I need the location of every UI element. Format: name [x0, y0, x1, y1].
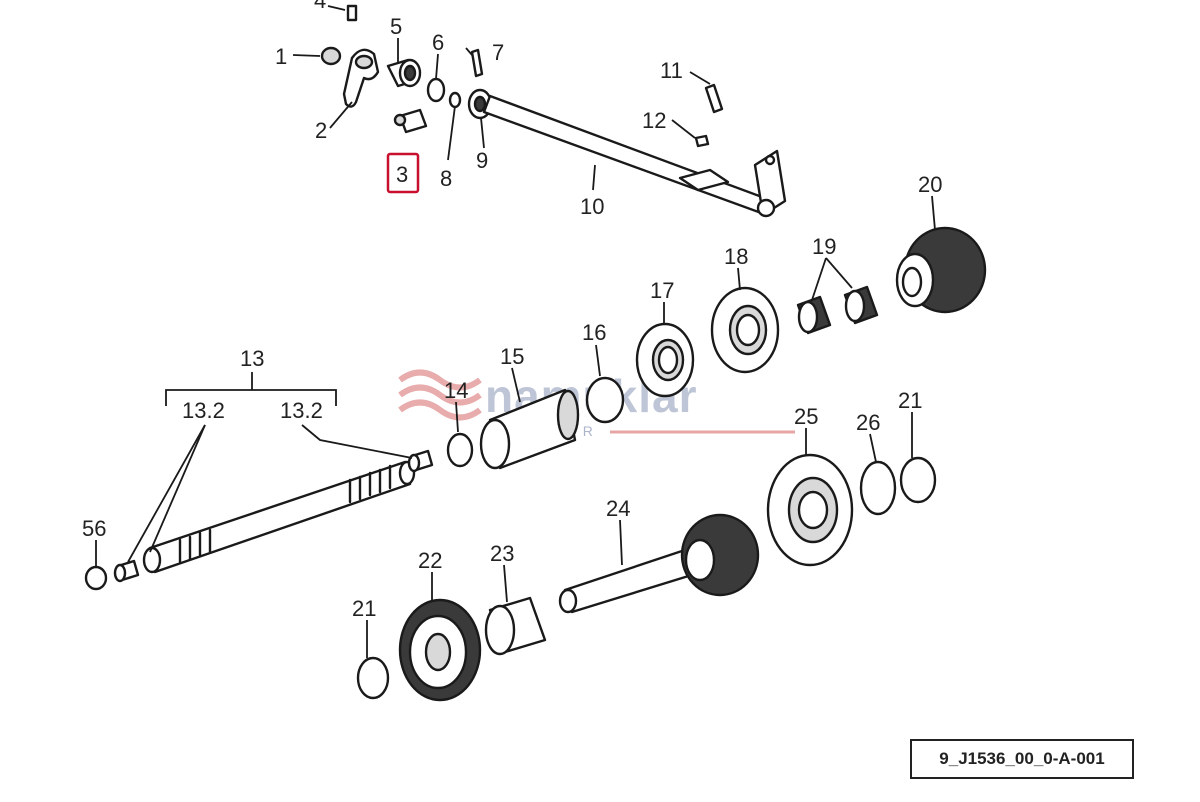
part-8-ring	[448, 91, 462, 109]
highlight-box	[386, 152, 420, 194]
callout-56[interactable]: 56	[82, 516, 106, 541]
leader-lines	[95, 5, 936, 658]
part-17-bearing	[635, 322, 695, 398]
callout-11[interactable]: 11	[660, 58, 683, 83]
part-5-sleeve	[386, 58, 422, 88]
part-21-circlip-left	[356, 656, 390, 700]
part-1-nut	[320, 46, 342, 66]
part-6-o-ring	[426, 77, 446, 103]
part-22-gear	[398, 598, 482, 702]
callout-15[interactable]: 15	[500, 344, 524, 369]
part-24-pinion-shaft	[558, 513, 760, 614]
callout-6[interactable]: 6	[432, 30, 444, 55]
callout-14[interactable]: 14	[444, 378, 468, 403]
part-26-ring	[859, 460, 897, 516]
callout-3[interactable]: 3	[396, 162, 408, 187]
callout-16[interactable]: 16	[582, 320, 606, 345]
callout-25[interactable]: 25	[794, 404, 818, 429]
callout-12[interactable]: 12	[642, 108, 666, 133]
callout-10[interactable]: 10	[580, 194, 604, 219]
part-7-pin	[470, 48, 484, 78]
part-15-coupling	[479, 388, 580, 470]
part-18-bearing	[710, 286, 780, 374]
callout-22[interactable]: 22	[418, 548, 442, 573]
part-10-shift-rod	[482, 94, 787, 218]
callout-19[interactable]: 19	[812, 234, 836, 259]
part-20-gear	[895, 226, 987, 314]
callout-13[interactable]: 13	[240, 346, 264, 371]
part-56-ring	[84, 565, 108, 591]
part-2-lever	[342, 48, 380, 108]
callout-23[interactable]: 23	[490, 541, 514, 566]
part-13-2-bushing-right	[407, 449, 434, 473]
part-25-bearing	[766, 453, 854, 567]
part-23-bushing	[484, 596, 547, 656]
watermark-logo-icon	[398, 369, 482, 421]
callout-13-2-left[interactable]: 13.2	[182, 398, 225, 423]
callout-7[interactable]: 7	[492, 40, 504, 65]
callout-26[interactable]: 26	[856, 410, 880, 435]
part-4-bolt	[346, 4, 358, 22]
part-3-key	[393, 108, 428, 134]
callout-9[interactable]: 9	[476, 148, 488, 173]
part-13-shaft	[142, 460, 416, 574]
part-11-pin	[704, 83, 724, 114]
part-12-pin	[694, 134, 710, 148]
callout-13-2-right[interactable]: 13.2	[280, 398, 323, 423]
callout-1[interactable]: 1	[275, 44, 287, 69]
callout-4[interactable]: 4	[314, 0, 326, 13]
part-19-needle-bearings	[796, 285, 879, 335]
callout-21-right[interactable]: 21	[898, 388, 922, 413]
drawing-code-box: 9_J1536_00_0-A-001	[910, 739, 1134, 779]
part-16-ring	[585, 376, 625, 424]
callout-20[interactable]: 20	[918, 172, 942, 197]
callout-5[interactable]: 5	[390, 14, 402, 39]
callout-18[interactable]: 18	[724, 244, 748, 269]
callout-17[interactable]: 17	[650, 278, 674, 303]
callout-21-left[interactable]: 21	[352, 596, 376, 621]
callout-labels: 4 1 2 3 5 6 7 8 9 10 11 12 13 13.2 13.2 …	[82, 0, 942, 621]
part-21-circlip-right	[899, 456, 937, 504]
part-14-circlip	[446, 432, 474, 468]
callout-24[interactable]: 24	[606, 496, 630, 521]
callout-2[interactable]: 2	[315, 118, 327, 143]
callout-8[interactable]: 8	[440, 166, 452, 191]
part-13-2-bushing-left	[113, 559, 140, 583]
